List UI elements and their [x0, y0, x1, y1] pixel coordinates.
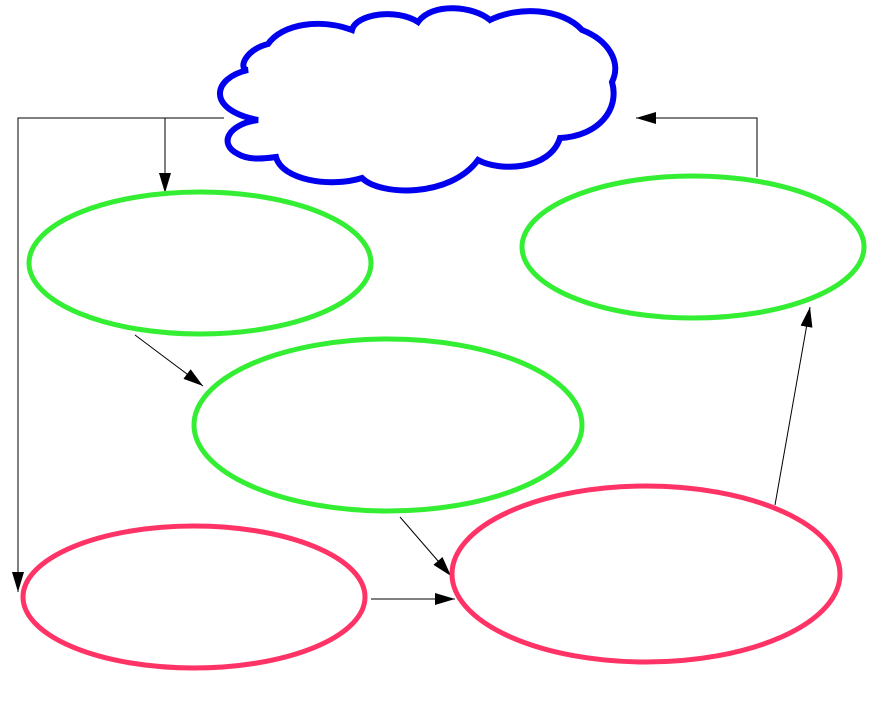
ellipse-top-right-node: [519, 173, 867, 321]
connectors: [12, 112, 813, 605]
edge-cloud-to-bottom-left: [12, 117, 224, 592]
ellipse-bottom-right-node: [449, 483, 843, 665]
edge-top-left-to-middle: [134, 334, 204, 387]
edge-top-right-to-cloud: [636, 112, 758, 177]
ellipse-bottom-left: [20, 523, 368, 671]
cloud-shape: [217, 5, 619, 194]
ellipse-top-left-node: [26, 189, 374, 337]
ellipse-middle: [191, 336, 585, 514]
ellipse-bottom-right: [449, 483, 843, 665]
edge-middle-to-bottom-right: [399, 516, 452, 577]
cloud-node: [217, 5, 619, 194]
edge-cloud-to-top-left: [159, 117, 224, 193]
ellipse-bottom-left-node: [20, 523, 368, 671]
ellipse-top-right: [519, 173, 867, 321]
edge-bottom-right-to-top-right: [774, 306, 813, 506]
ellipse-middle-node: [191, 336, 585, 514]
ellipse-top-left: [26, 189, 374, 337]
